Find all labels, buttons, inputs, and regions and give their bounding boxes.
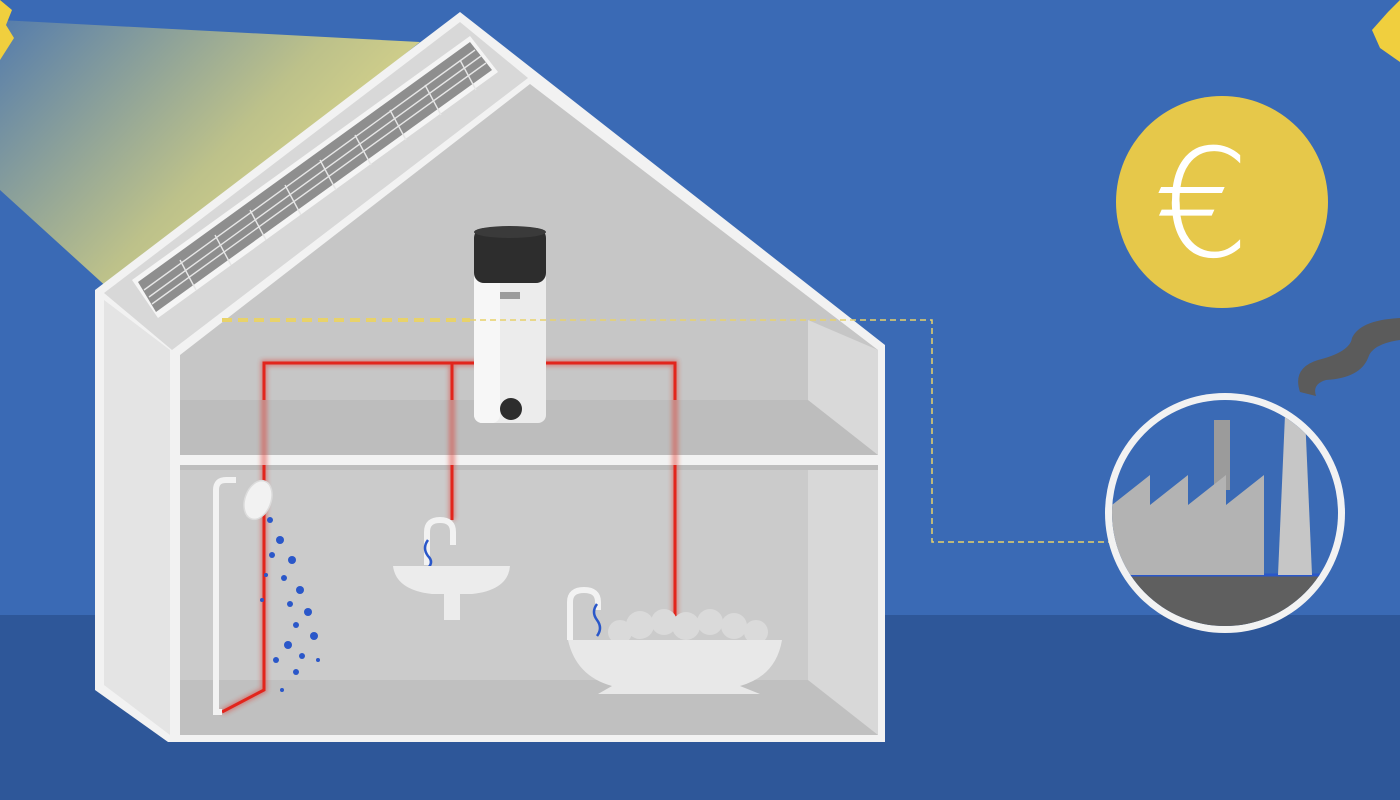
solar-panel-icon — [132, 36, 498, 318]
attic-floor — [180, 400, 878, 455]
water-drops — [260, 517, 320, 692]
euro-symbol: € — [1154, 118, 1249, 292]
ground-floor-ceiling — [180, 465, 878, 470]
hot-water-pipes — [220, 360, 678, 715]
factory-icon — [1105, 393, 1345, 633]
attic-right-wall — [808, 320, 878, 455]
heat-pump-water-heater-icon — [474, 226, 546, 423]
floor-slab — [172, 455, 884, 465]
sunlight-beam — [0, 20, 420, 290]
ground-floor-base — [180, 680, 878, 735]
bathtub-icon — [567, 586, 782, 694]
smoke-icon — [1298, 318, 1400, 396]
bath-foam — [608, 609, 768, 644]
thin-dashed-line — [470, 319, 1112, 543]
shower-icon — [213, 477, 320, 715]
sun-icon — [0, 0, 14, 60]
euro-coin-icon: € — [1116, 96, 1328, 308]
sink-icon — [393, 516, 510, 620]
house — [95, 12, 885, 742]
sun-icon — [1372, 0, 1400, 62]
house-side-wall — [104, 300, 170, 735]
